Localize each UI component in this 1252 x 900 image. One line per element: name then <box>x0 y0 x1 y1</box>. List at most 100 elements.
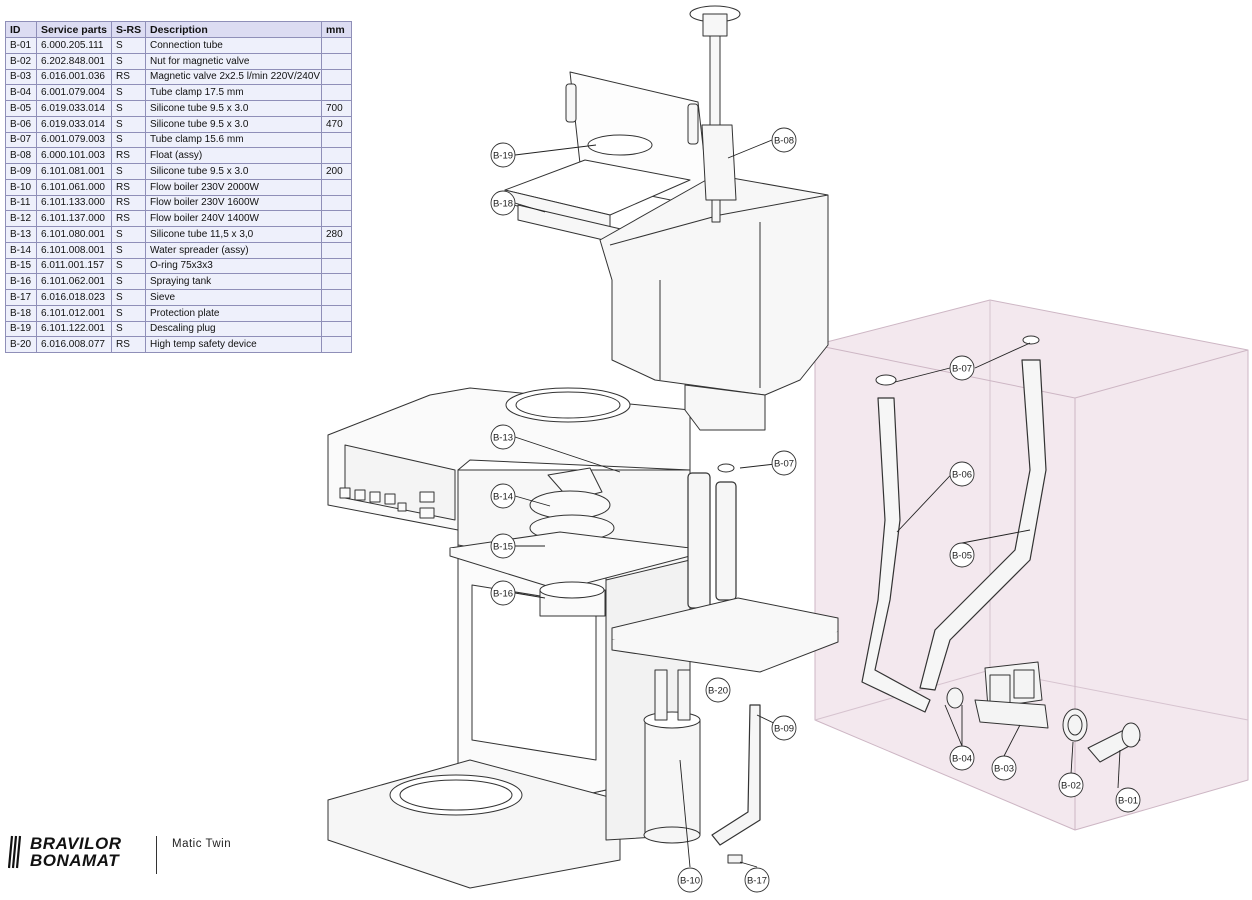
callout-b-08: B-08 <box>771 127 797 153</box>
callout-circle <box>490 142 516 168</box>
callout-circle <box>949 542 975 568</box>
callout-label: B-17 <box>747 876 767 887</box>
callout-circle <box>490 580 516 606</box>
cell-service-part: 6.202.848.001 <box>36 52 112 70</box>
cell-mm: 470 <box>321 115 352 133</box>
brand-divider <box>156 836 157 874</box>
cell-mm <box>321 37 352 54</box>
cell-service-part: 6.000.101.003 <box>36 147 112 164</box>
cell-id: B-03 <box>5 68 37 86</box>
cell-srs: S <box>111 100 146 117</box>
callout-circle <box>705 677 731 703</box>
callout-label: B-09 <box>774 724 794 735</box>
water-tank <box>504 71 829 431</box>
table-header-row: ID Service parts S-RS Description mm <box>5 21 352 38</box>
cell-description: Silicone tube 11,5 x 3,0 <box>145 226 322 243</box>
callout-b-14: B-14 <box>490 483 516 509</box>
cell-mm <box>321 241 352 259</box>
callout-circle <box>771 715 797 741</box>
cell-mm <box>321 289 352 306</box>
cell-id: B-20 <box>5 336 37 353</box>
callout-circle <box>949 461 975 487</box>
bravilor-logo-icon <box>8 835 22 869</box>
callout-circle <box>991 755 1017 781</box>
cell-srs: S <box>111 226 146 243</box>
callout-b-10: B-10 <box>677 867 703 893</box>
callout-label: B-16 <box>493 589 513 600</box>
callout-label: B-14 <box>493 492 513 503</box>
callout-label: B-18 <box>493 199 513 210</box>
cell-service-part: 6.101.080.001 <box>36 226 112 243</box>
flow-boiler <box>643 669 701 844</box>
cell-srs: S <box>111 37 146 54</box>
cell-id: B-04 <box>5 84 37 101</box>
float-assembly <box>689 5 741 223</box>
callout-circle <box>1058 772 1084 798</box>
cell-service-part: 6.019.033.014 <box>36 100 112 117</box>
cell-srs: S <box>111 52 146 70</box>
callout-b-15: B-15 <box>490 533 516 559</box>
magnetic-valve <box>717 335 1141 864</box>
brand-name-line2: BONAMAT <box>30 851 120 870</box>
brand-name-line1: BRAVILOR <box>30 834 122 853</box>
callout-b-09: B-09 <box>771 715 797 741</box>
cell-description: Float (assy) <box>145 147 322 164</box>
cell-description: Sieve <box>145 289 322 306</box>
callout-b-01: B-01 <box>1115 787 1141 813</box>
callout-b-05: B-05 <box>949 542 975 568</box>
cell-description: Flow boiler 240V 1400W <box>145 210 322 227</box>
cell-mm <box>321 304 352 322</box>
callout-circle <box>771 450 797 476</box>
callout-b-04: B-04 <box>949 745 975 771</box>
cell-description: Flow boiler 230V 2000W <box>145 178 322 196</box>
cell-id: B-09 <box>5 163 37 180</box>
cell-srs: RS <box>111 336 146 353</box>
callout-b-06: B-06 <box>949 461 975 487</box>
callout-label: B-07 <box>774 459 794 470</box>
cell-mm <box>321 52 352 70</box>
header-mm: mm <box>321 21 352 38</box>
cell-service-part: 6.016.008.077 <box>36 336 112 353</box>
callout-circle <box>1115 787 1141 813</box>
callout-b-20: B-20 <box>705 677 731 703</box>
cell-description: Tube clamp 17.5 mm <box>145 84 322 101</box>
callout-circle <box>949 355 975 381</box>
callout-b-16: B-16 <box>490 580 516 606</box>
callout-label: B-10 <box>680 876 700 887</box>
cell-srs: RS <box>111 147 146 164</box>
callout-label: B-02 <box>1061 781 1081 792</box>
cell-mm <box>321 147 352 164</box>
cell-srs: S <box>111 115 146 133</box>
callout-circle <box>677 867 703 893</box>
cell-mm <box>321 336 352 353</box>
cell-service-part: 6.101.137.000 <box>36 210 112 227</box>
cell-service-part: 6.016.018.023 <box>36 289 112 306</box>
callout-labels: B-01B-02B-03B-04B-05B-06B-07B-07B-08B-09… <box>490 127 1141 893</box>
callout-b-19: B-19 <box>490 142 516 168</box>
callout-label: B-05 <box>952 551 972 562</box>
header-id: ID <box>5 21 37 38</box>
callout-b-02: B-02 <box>1058 772 1084 798</box>
cell-description: Silicone tube 9.5 x 3.0 <box>145 115 322 133</box>
callout-b-17: B-17 <box>744 867 770 893</box>
callout-label: B-03 <box>994 764 1014 775</box>
callout-label: B-19 <box>493 151 513 162</box>
cell-mm <box>321 257 352 275</box>
cell-description: Silicone tube 9.5 x 3.0 <box>145 100 322 117</box>
callout-label: B-08 <box>774 136 794 147</box>
cell-id: B-08 <box>5 147 37 164</box>
cell-description: Protection plate <box>145 304 322 322</box>
cell-description: High temp safety device <box>145 336 322 353</box>
callout-b-03: B-03 <box>991 755 1017 781</box>
cell-id: B-17 <box>5 289 37 306</box>
cell-service-part: 6.101.062.001 <box>36 273 112 290</box>
